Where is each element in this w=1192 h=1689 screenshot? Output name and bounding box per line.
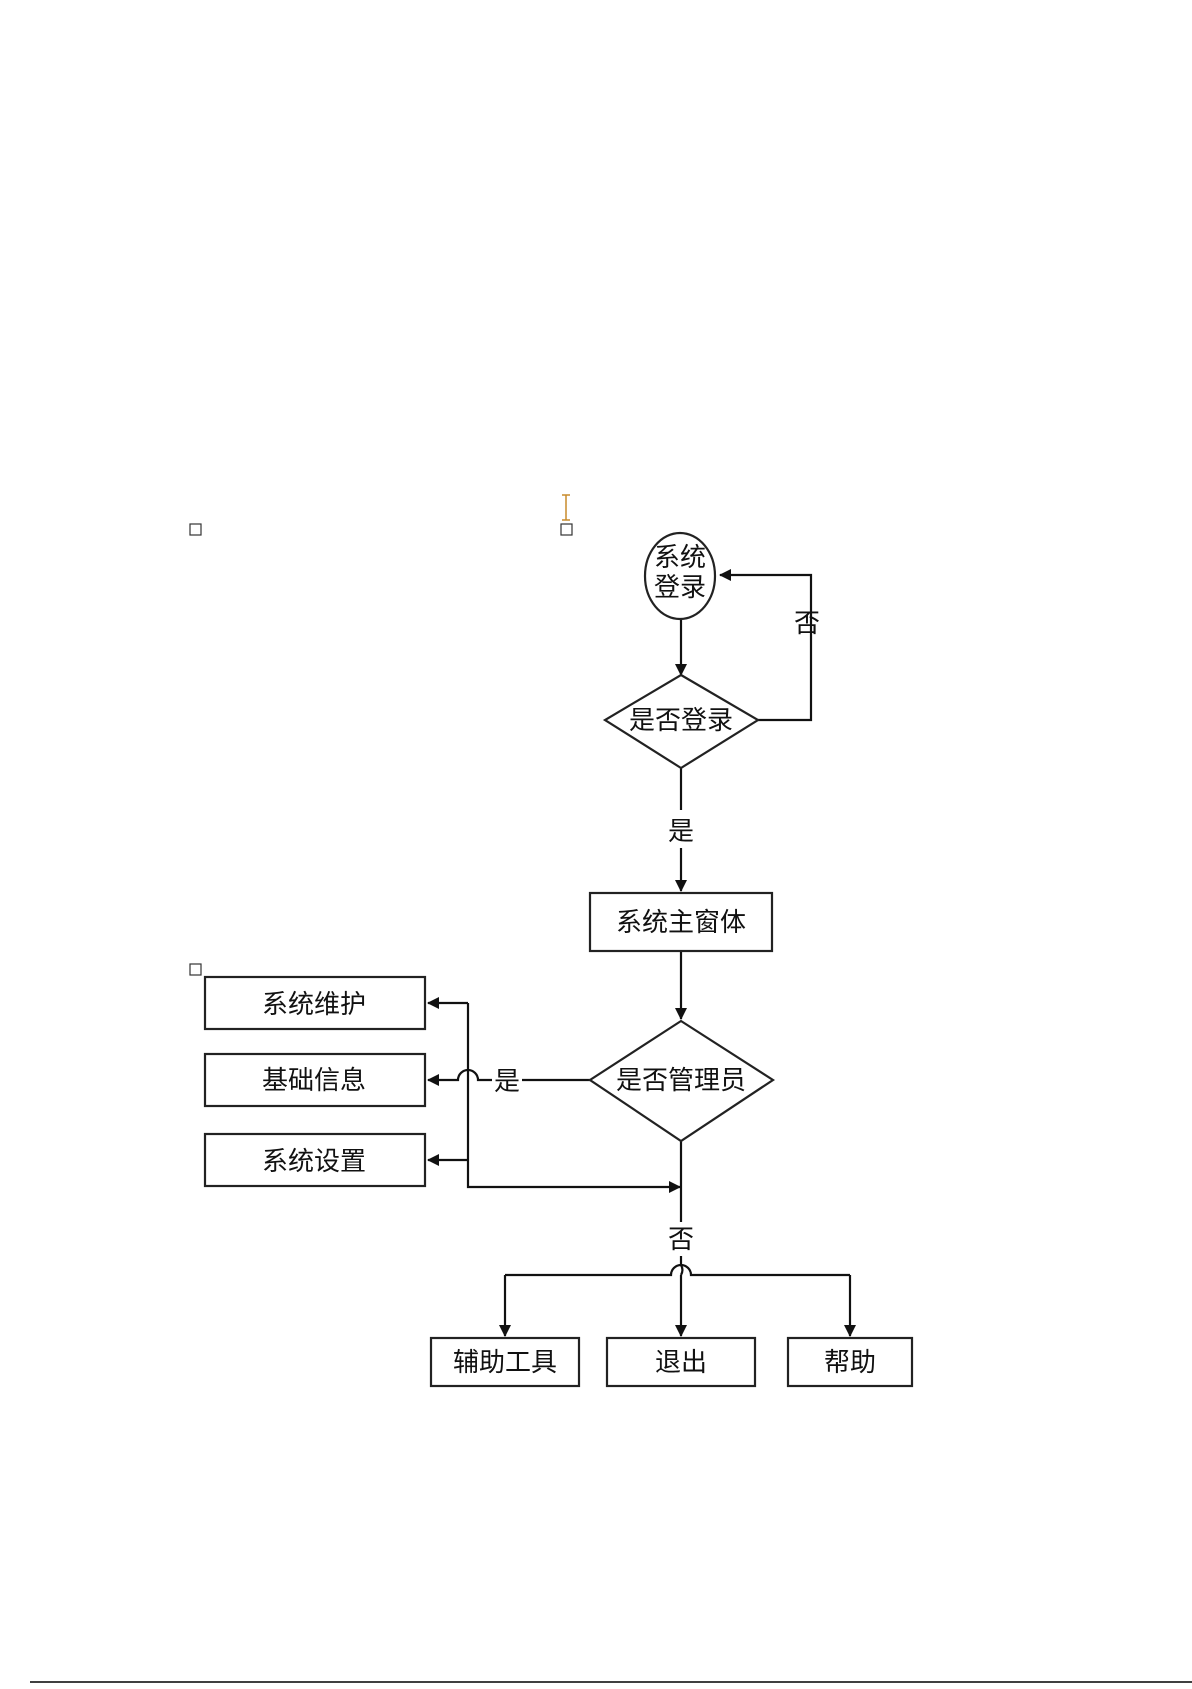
edge-label-admin-no: 否: [668, 1225, 694, 1255]
edge-label-admin-yes: 是: [494, 1067, 520, 1097]
selection-handle-middle-left[interactable]: [190, 964, 201, 975]
edge-admin-no-bus: [505, 1265, 850, 1275]
node-exit-label: 退出: [655, 1348, 707, 1378]
node-aux-tools-label: 辅助工具: [453, 1348, 557, 1378]
selection-handle-top-middle[interactable]: [561, 524, 572, 535]
node-basic-info-label: 基础信息: [262, 1066, 366, 1096]
node-main-window[interactable]: 系统主窗体: [590, 893, 772, 951]
node-admin-check-label: 是否管理员: [616, 1066, 746, 1096]
node-help-label: 帮助: [824, 1348, 876, 1378]
node-settings-label: 系统设置: [262, 1147, 366, 1177]
edge-label-login-yes: 是: [668, 817, 694, 847]
edge-label-login-no: 否: [794, 609, 820, 639]
edge-check-no-to-login: [720, 575, 811, 720]
text-cursor-icon: [562, 495, 570, 520]
selection-handle-top-left[interactable]: [190, 524, 201, 535]
node-admin-check[interactable]: 是否管理员: [590, 1021, 773, 1141]
node-login[interactable]: 系统 登录: [645, 533, 715, 619]
node-aux-tools[interactable]: 辅助工具: [431, 1338, 579, 1386]
node-maintenance[interactable]: 系统维护: [205, 977, 425, 1029]
node-login-line-2: 登录: [654, 573, 706, 603]
node-main-window-label: 系统主窗体: [616, 908, 746, 938]
node-login-check-label: 是否登录: [629, 706, 733, 736]
node-help[interactable]: 帮助: [788, 1338, 912, 1386]
node-exit[interactable]: 退出: [607, 1338, 755, 1386]
edge-admin-yes-to-basic-info: [428, 1070, 492, 1080]
node-basic-info[interactable]: 基础信息: [205, 1054, 425, 1106]
node-login-check[interactable]: 是否登录: [605, 675, 758, 768]
node-login-line-1: 系统: [654, 543, 706, 573]
node-maintenance-label: 系统维护: [262, 990, 366, 1020]
node-settings[interactable]: 系统设置: [205, 1134, 425, 1186]
